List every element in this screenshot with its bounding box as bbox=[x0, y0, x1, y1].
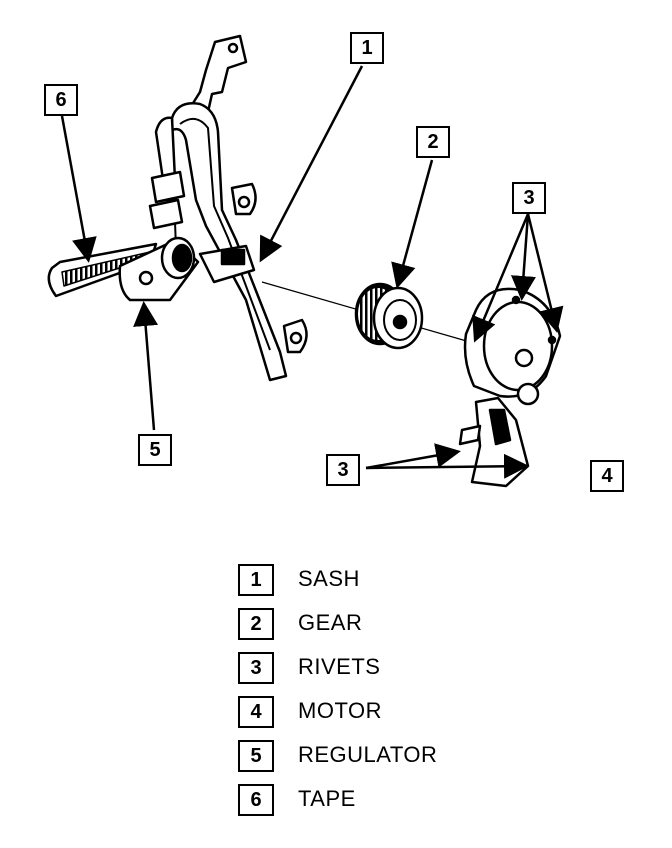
legend-item: 1 SASH bbox=[238, 562, 498, 606]
leader-rivets-top-a bbox=[472, 213, 530, 343]
legend-number: 1 bbox=[238, 564, 274, 596]
legend-number: 2 bbox=[238, 608, 274, 640]
legend-label: SASH bbox=[298, 566, 360, 591]
motor bbox=[458, 287, 562, 488]
leader-sash bbox=[259, 65, 364, 263]
legend-number: 6 bbox=[238, 784, 274, 816]
leader-regulator bbox=[133, 301, 159, 431]
gear bbox=[354, 282, 424, 350]
legend-item: 3 RIVETS bbox=[238, 650, 498, 694]
callout-gear: 2 bbox=[416, 126, 450, 158]
leader-lines bbox=[60, 65, 564, 479]
callout-tape: 6 bbox=[44, 84, 78, 116]
leader-rivets-bottom-a bbox=[365, 443, 461, 470]
legend-item: 2 GEAR bbox=[238, 606, 498, 650]
callout-motor: 4 bbox=[590, 460, 624, 492]
legend-label: MOTOR bbox=[298, 698, 382, 723]
legend-number: 4 bbox=[238, 696, 274, 728]
legend-label: TAPE bbox=[298, 786, 356, 811]
parts-legend: 1 SASH 2 GEAR 3 RIVETS 4 MOTOR 5 REGULAT… bbox=[238, 562, 498, 826]
leader-rivets-bottom-b bbox=[365, 453, 529, 479]
legend-item: 5 REGULATOR bbox=[238, 738, 498, 782]
legend-number: 3 bbox=[238, 652, 274, 684]
legend-label: REGULATOR bbox=[298, 742, 438, 767]
legend-label: RIVETS bbox=[298, 654, 381, 679]
legend-number: 5 bbox=[238, 740, 274, 772]
leader-rivets-top-c bbox=[526, 213, 564, 333]
leader-gear bbox=[391, 159, 434, 289]
legend-item: 4 MOTOR bbox=[238, 694, 498, 738]
callout-rivets-top: 3 bbox=[512, 182, 546, 214]
legend-label: GEAR bbox=[298, 610, 363, 635]
leader-rivets-top-b bbox=[510, 213, 536, 301]
callout-regulator: 5 bbox=[138, 434, 172, 466]
regulator-tape-assembly bbox=[47, 170, 256, 302]
leader-tape bbox=[60, 115, 97, 263]
callout-sash: 1 bbox=[350, 32, 384, 64]
legend-item: 6 TAPE bbox=[238, 782, 498, 826]
callout-rivets-bottom: 3 bbox=[326, 454, 360, 486]
